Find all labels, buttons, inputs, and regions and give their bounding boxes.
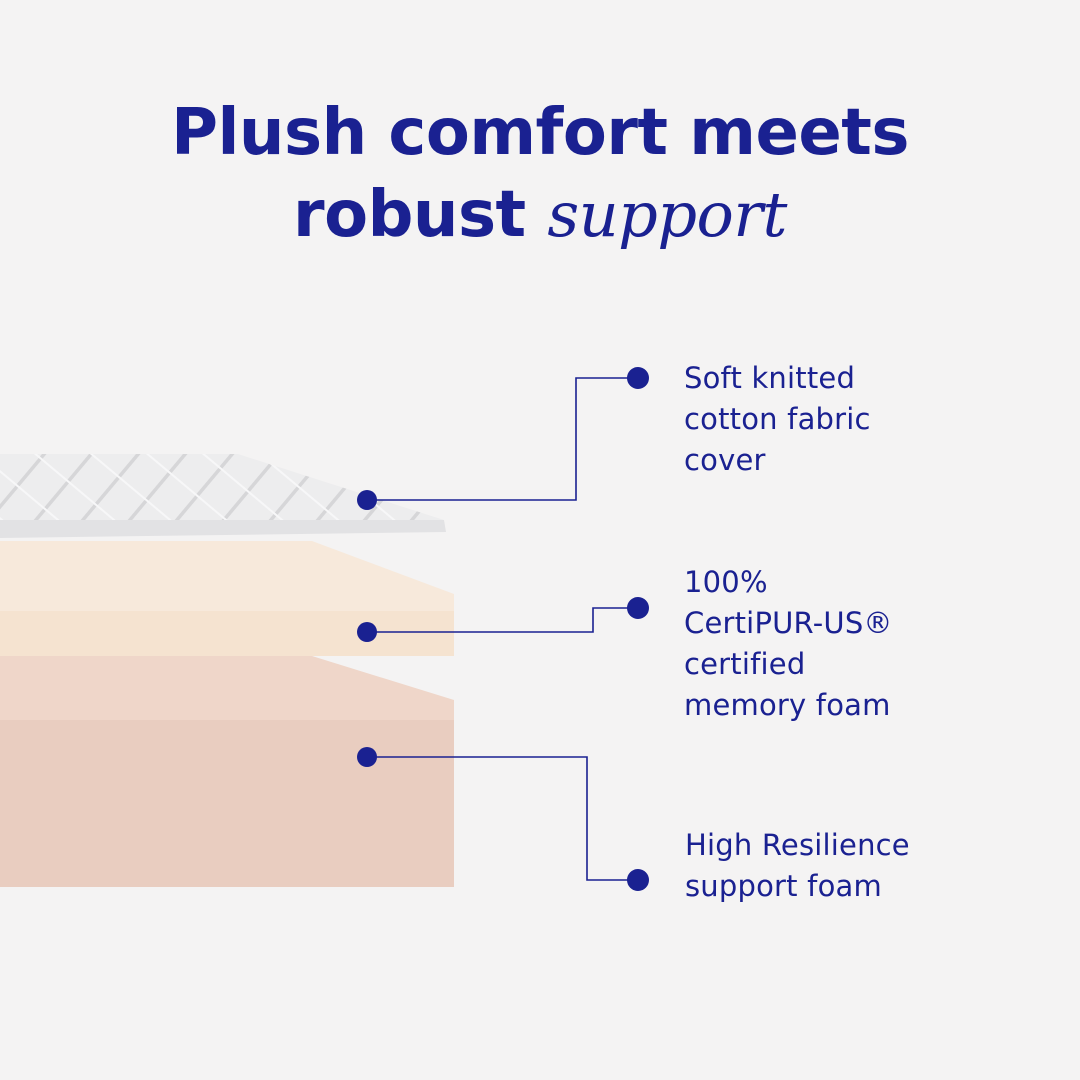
support-foam-label-line: support foam	[685, 869, 882, 903]
cover-layer	[0, 454, 446, 538]
cover-label-line: cover	[684, 443, 766, 477]
memory-foam-label-line: 100%	[684, 565, 768, 599]
cover-label-line: Soft knitted	[684, 361, 856, 395]
headline-line-1: Plush comfort meets	[171, 96, 909, 170]
headline-line-2: robust support	[0, 174, 1080, 256]
support-foam-marker-dot	[357, 747, 377, 767]
cover-connector-line	[367, 377, 638, 501]
memory-foam-label-dot	[627, 597, 649, 619]
memory-foam-label-line: certified	[684, 647, 806, 681]
headline: Plush comfort meets robust support	[0, 92, 1080, 256]
cover-label-dot	[627, 367, 649, 389]
support-foam-label-line: High Resilience	[685, 828, 910, 862]
memory-foam-label-line: memory foam	[684, 688, 891, 722]
support-foam-layer	[0, 656, 454, 887]
support-foam-label-dot	[627, 869, 649, 891]
memory-foam-layer	[0, 541, 454, 656]
cover-label: Soft knitted cotton fabric cover	[684, 358, 871, 481]
headline-italic-word: support	[547, 178, 787, 251]
memory-foam-label-line: CertiPUR-US®	[684, 606, 893, 640]
headline-bold-word: robust	[293, 178, 526, 252]
cover-marker-dot	[357, 490, 377, 510]
support-foam-connector-line	[367, 756, 638, 881]
cover-label-line: cotton fabric	[684, 402, 871, 436]
memory-foam-marker-dot	[357, 622, 377, 642]
memory-foam-label: 100% CertiPUR-US® certified memory foam	[684, 562, 893, 726]
support-foam-label: High Resilience support foam	[685, 825, 910, 907]
memory-foam-connector-line	[367, 607, 638, 633]
